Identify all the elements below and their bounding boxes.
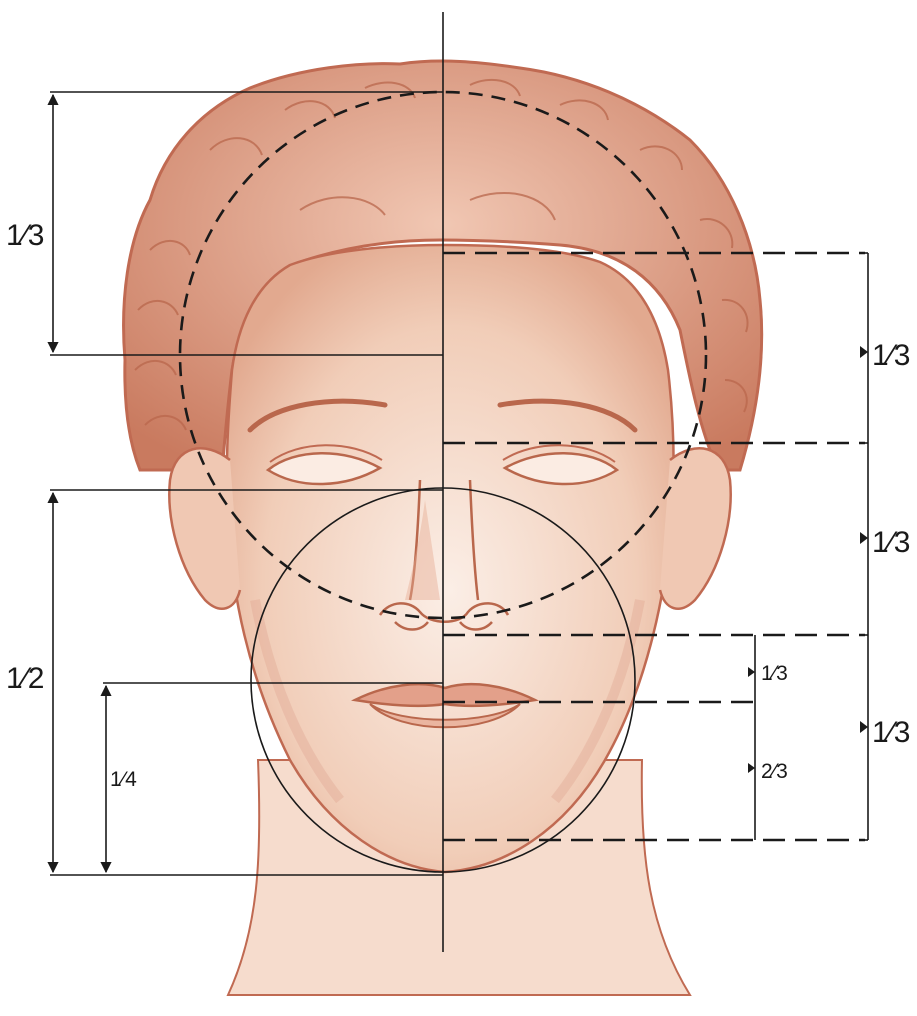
label-inner-lower-two-thirds: 2⁄3: [761, 760, 788, 783]
label-right-middle-third: 1⁄3: [872, 526, 910, 559]
label-left-quarter: 1⁄4: [110, 768, 137, 791]
label-left-half: 1⁄2: [6, 662, 44, 695]
label-right-bottom-third: 1⁄3: [872, 716, 910, 749]
right-ear: [660, 448, 731, 608]
left-ear: [169, 448, 240, 608]
label-left-top-third: 1⁄3: [6, 219, 44, 252]
label-right-top-third: 1⁄3: [872, 339, 910, 372]
label-inner-upper-third: 1⁄3: [761, 662, 788, 685]
